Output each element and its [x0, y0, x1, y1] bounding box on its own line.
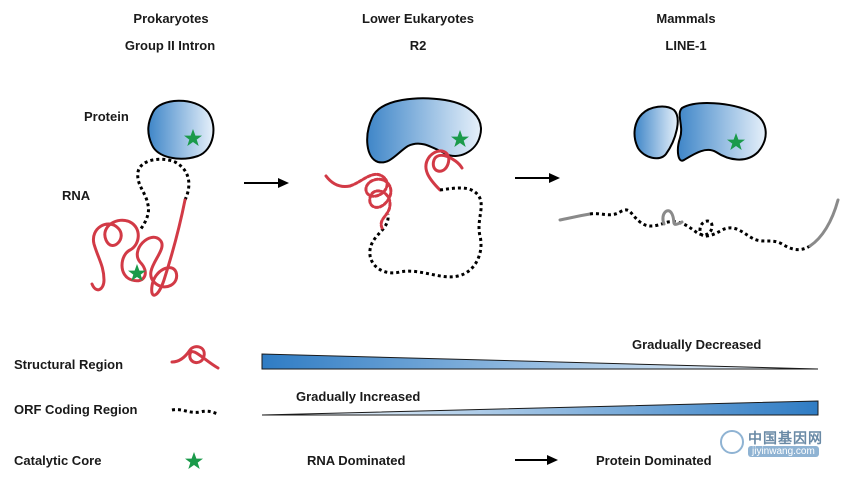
line1-grey-tail-right	[808, 198, 840, 248]
r2-protein	[366, 97, 482, 164]
protein-label: Protein	[84, 109, 129, 124]
prokaryote-structural-rna	[90, 198, 187, 297]
decreasing-gradient-wedge	[261, 353, 819, 370]
column-title-prokaryotes: Prokaryotes	[133, 11, 209, 26]
increasing-gradient-wedge	[261, 400, 819, 416]
star-icon	[184, 129, 202, 146]
legend-orf-coding-region: ORF Coding Region	[14, 402, 138, 417]
watermark-cn: 中国基因网	[748, 430, 823, 446]
watermark-url: jiyinwang.com	[748, 446, 819, 457]
site-watermark: 中国基因网 jiyinwang.com	[718, 424, 838, 466]
gradually-decreased-label: Gradually Decreased	[632, 337, 762, 352]
prokaryote-protein	[147, 99, 215, 160]
column-subtitle-line-1: LINE-1	[665, 38, 707, 53]
column-title-mammals: Mammals	[656, 11, 716, 26]
dna-logo-icon	[720, 430, 744, 454]
line1-protein-left	[633, 105, 679, 160]
line1-grey-tail-left	[558, 212, 592, 222]
star-icon	[185, 452, 203, 469]
protein-dominated-label: Protein Dominated	[596, 453, 712, 468]
r2-structural-rna-right	[424, 149, 464, 192]
structural-region-icon	[170, 345, 220, 370]
prokaryote-orf-rna	[136, 157, 191, 231]
r2-complex	[324, 97, 483, 279]
column-subtitle-r2: R2	[409, 38, 427, 53]
dominance-arrow	[515, 455, 558, 465]
column-title-lower-eukaryotes: Lower Eukaryotes	[362, 11, 474, 26]
star-icon	[128, 264, 146, 281]
legend-catalytic-core: Catalytic Core	[14, 453, 102, 468]
r2-orf-rna	[368, 186, 483, 279]
progression-arrow	[515, 173, 560, 183]
rna-label: RNA	[62, 188, 91, 203]
gradually-increased-label: Gradually Increased	[296, 389, 421, 404]
legend-structural-region: Structural Region	[14, 357, 124, 372]
star-icon	[727, 133, 745, 150]
star-icon	[451, 130, 469, 147]
orf-coding-region-icon	[171, 408, 219, 416]
r2-structural-rna-left	[324, 174, 352, 188]
line1-protein-right	[676, 102, 767, 162]
column-subtitle-group-ii-intron: Group II Intron	[124, 38, 216, 53]
progression-arrow	[244, 178, 289, 188]
r2-mixed-knot	[348, 172, 393, 230]
line1-orf-rna	[589, 208, 811, 252]
line1-complex	[558, 102, 840, 252]
prokaryote-complex	[90, 99, 215, 297]
line1-grey-loop	[661, 209, 684, 226]
rna-dominated-label: RNA Dominated	[307, 453, 406, 468]
